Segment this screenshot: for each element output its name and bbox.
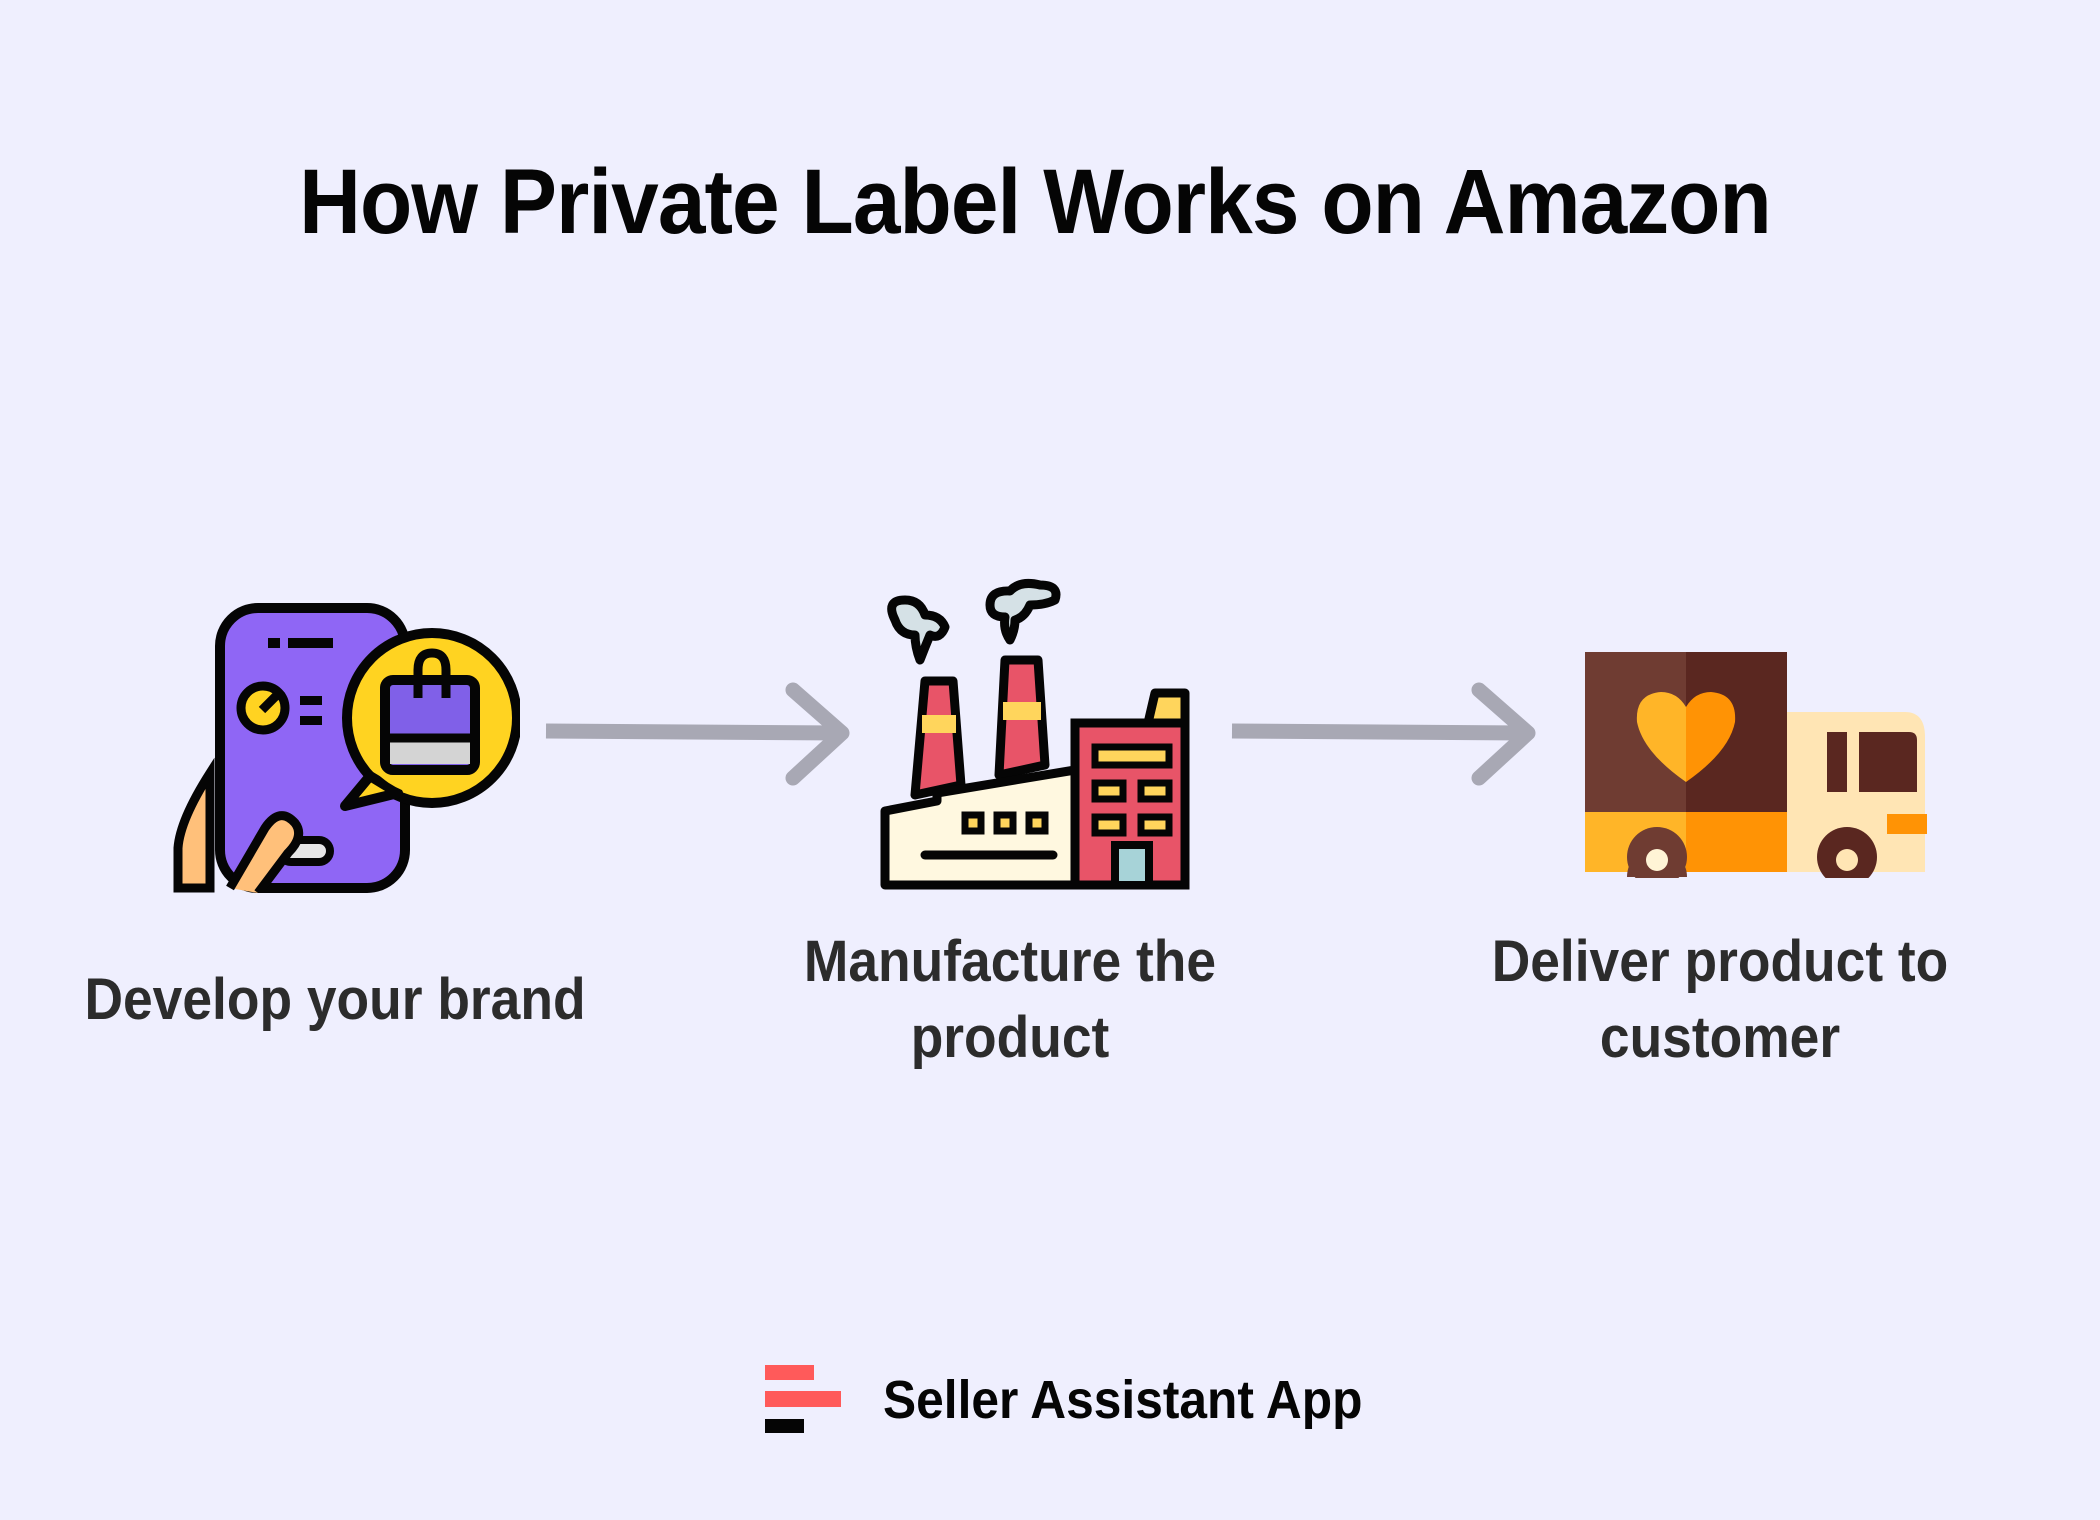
arrow-right-icon <box>1231 682 1536 786</box>
label-line: customer <box>1599 1005 1841 1070</box>
arrow-right-icon <box>545 682 850 786</box>
footer-brand: Seller Assistant App <box>765 1365 1404 1435</box>
factory-icon <box>880 579 1190 890</box>
brand-name: Seller Assistant App <box>883 1370 1363 1430</box>
page-title: How Private Label Works on Amazon <box>299 151 1772 253</box>
step-label-deliver: Deliver product to customer <box>1444 924 1996 1076</box>
label-line: Manufacture the <box>803 929 1217 994</box>
seller-assistant-logo-icon <box>765 1365 841 1435</box>
step-label-develop-brand: Develop your brand <box>54 962 615 1038</box>
step-label-manufacture: Manufacture the product <box>743 924 1277 1076</box>
label-line: Deliver product to <box>1491 929 1949 994</box>
label-line: Develop your brand <box>84 967 586 1032</box>
smartphone-shopping-bag-icon <box>173 603 520 893</box>
label-line: product <box>910 1005 1110 1070</box>
delivery-truck-icon <box>1585 652 1930 882</box>
